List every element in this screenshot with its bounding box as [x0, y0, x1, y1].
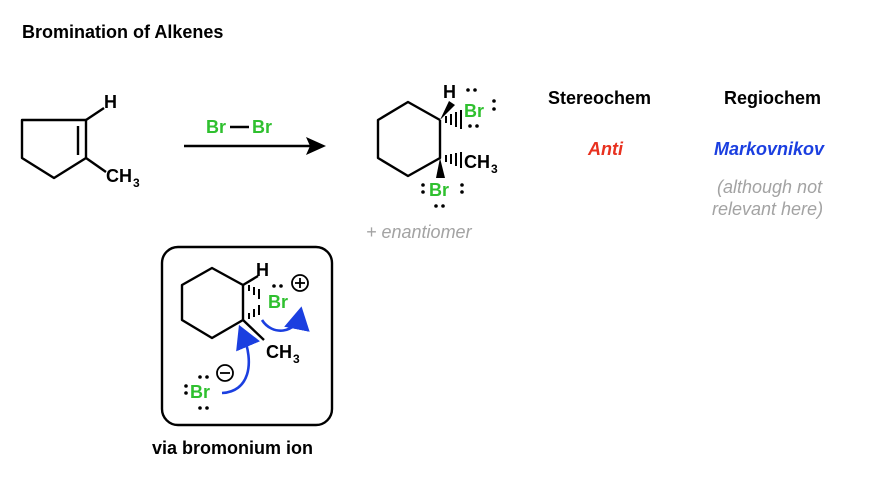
upper-br-label: Br	[464, 101, 484, 121]
bromide-lone-pairs	[184, 375, 209, 410]
bromonium-lone-pairs	[272, 284, 283, 288]
regiochem-value: Markovnikov	[714, 139, 825, 159]
mechanism-caption: via bromonium ion	[152, 438, 314, 458]
product-ring	[376, 100, 442, 178]
regiochem-note-line1: (although not	[717, 177, 823, 197]
alkene-methyl-label: CH 3	[106, 166, 140, 190]
svg-text:3: 3	[293, 352, 300, 366]
stereochem-value: Anti	[588, 139, 623, 159]
svg-text:3: 3	[491, 162, 498, 176]
bromonium-hash-bonds	[248, 285, 260, 319]
starting-alkene	[20, 107, 107, 180]
enantiomer-note: + enantiomer	[366, 222, 472, 242]
wedge-to-lower-br	[436, 158, 445, 178]
bromonium-br-label: Br	[268, 292, 288, 312]
svg-text:CH: CH	[266, 342, 292, 362]
bromide-br-label: Br	[190, 382, 210, 402]
svg-text:CH: CH	[106, 166, 132, 186]
hash-bond-upper-br	[445, 110, 462, 129]
lower-br-lone-pairs	[421, 183, 464, 208]
reagent-br2: Br Br	[206, 117, 272, 137]
product-methyl-label: CH 3	[464, 152, 498, 176]
upper-br-lone-pairs	[466, 88, 496, 128]
page-title: Bromination of Alkenes	[22, 22, 224, 42]
product-h-label: H	[443, 82, 456, 102]
svg-text:Br: Br	[252, 117, 272, 137]
regiochem-note-line2: relevant here)	[712, 199, 824, 219]
regiochem-header: Regiochem	[724, 88, 822, 108]
negative-charge-icon	[216, 364, 234, 382]
curved-arrow-bromide-attack	[221, 324, 261, 395]
bromonium-methyl-label: CH 3	[266, 342, 300, 366]
stereochem-header: Stereochem	[548, 88, 652, 108]
hash-bond-methyl	[445, 152, 462, 168]
positive-charge-icon	[291, 274, 309, 292]
alkene-h-label: H	[104, 92, 117, 112]
svg-text:Br: Br	[206, 117, 226, 137]
wedge-to-h	[440, 101, 455, 120]
bromonium-h-label: H	[256, 260, 269, 280]
bromonium-ring	[180, 266, 265, 341]
lower-br-label: Br	[429, 180, 449, 200]
reaction-arrow	[184, 137, 326, 155]
mechanism-box	[160, 245, 334, 427]
curved-arrow-ring-opening	[260, 306, 310, 332]
svg-text:3: 3	[133, 176, 140, 190]
svg-text:CH: CH	[464, 152, 490, 172]
